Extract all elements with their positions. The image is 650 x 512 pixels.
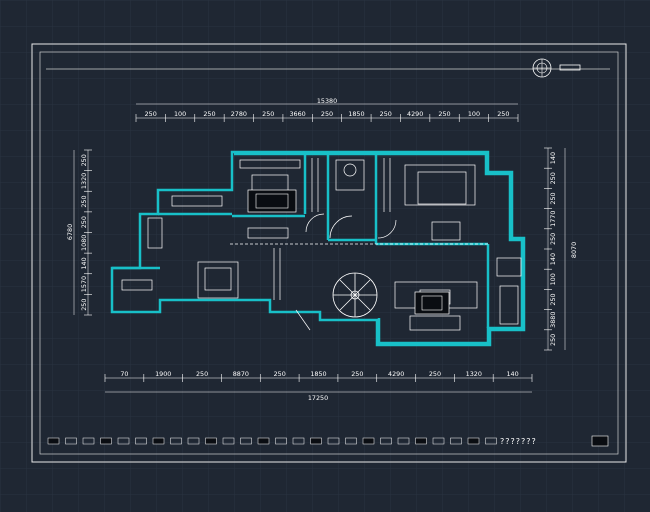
title-block-cell [310,437,322,445]
dimension-label: 1570 [80,276,88,292]
dimension-label: 250 [80,216,88,228]
interior-lines [121,158,522,331]
title-block-cell [485,437,497,445]
title-block-strip [47,437,497,445]
compass-icon [532,58,552,78]
dimension-label: 1320 [80,173,88,189]
dimension-label: 250 [80,299,88,311]
title-block-cell [257,437,270,445]
left-dimension-chain: 250 1320 250 250 1080 140 1570 250 [73,149,92,316]
dimension-label: 140 [549,253,557,265]
dimension-label: 8870 [233,370,249,378]
dimension-label: 250 [262,110,274,118]
title-block-cell [327,437,340,445]
top-total-dimension: 15380 [317,97,337,105]
title-block-cell [100,437,112,445]
title-block-cell [292,437,305,445]
dimension-label: 140 [80,257,88,269]
title-block-cell [415,437,427,445]
dimension-label: 250 [80,195,88,207]
dimension-label: 250 [549,172,557,184]
title-block-cell [135,437,147,445]
dimension-label: 250 [497,110,509,118]
title-block-cell [65,437,77,445]
scale-bar-icon [559,64,581,71]
dimension-label: 250 [145,110,157,118]
bottom-total-dimension: 17250 [308,394,328,402]
title-block-cell [205,437,217,445]
title-block-cell [275,437,287,445]
title-block-cell [362,437,375,445]
dimension-label: 250 [351,370,363,378]
right-total-dimension: 8070 [570,242,578,258]
title-block-cell [345,437,357,445]
dimension-label: 250 [274,370,286,378]
title-block-end-mark [591,435,609,447]
dimension-label: 250 [196,370,208,378]
dimension-label: 100 [549,273,557,285]
dimension-label: 250 [321,110,333,118]
dimension-label: 140 [506,370,518,378]
title-block-cell [187,437,200,445]
dimension-label: 1900 [155,370,171,378]
dimension-label: 1320 [466,370,482,378]
dimension-label: 3660 [289,110,305,118]
dimension-label: 140 [549,152,557,164]
right-dimension-chain: 140 250 250 1770 250 140 100 250 3880 250 [544,147,566,351]
dimension-label: 250 [429,370,441,378]
dimension-label: 250 [80,154,88,166]
dimension-label: 3880 [549,312,557,328]
dimension-label: 1850 [348,110,364,118]
inner-frame [39,51,619,455]
left-total-dimension: 6780 [66,224,74,240]
title-block-cell [240,437,252,445]
dimension-label: 250 [380,110,392,118]
dimension-label: 250 [549,293,557,305]
dimension-label: 1080 [80,235,88,251]
title-block-cell [82,437,95,445]
bottom-dimension-chain: 70 1900 250 8870 250 1850 250 4290 250 1320 140 [104,370,533,393]
outer-frame [31,43,627,463]
sofa-block [247,189,297,213]
dimension-label: 1850 [310,370,326,378]
dimension-label: 250 [549,192,557,204]
title-block-cell [47,437,60,445]
dimension-label: 100 [468,110,480,118]
dimension-label: 70 [120,370,128,378]
title-block-cell [397,437,410,445]
title-block-cell [432,437,445,445]
dimension-label: 250 [549,334,557,346]
top-dimension-chain: 250 100 250 2780 250 3660 250 1850 250 4290 250 100… [135,103,519,122]
title-block-cell [450,437,462,445]
title-block-cell [222,437,235,445]
title-block-cell [117,437,130,445]
dimension-label: 250 [549,233,557,245]
dimension-label: 4290 [388,370,404,378]
dimension-label: 2780 [231,110,247,118]
dimension-label: 4290 [407,110,423,118]
title-block-cell [380,437,392,445]
title-block-label: ??????? [500,437,537,446]
living-sofa [414,291,450,315]
dimension-label: 100 [174,110,186,118]
dimension-label: 250 [203,110,215,118]
dimension-label: 1770 [549,211,557,227]
dimension-label: 250 [438,110,450,118]
title-block-cell [152,437,165,445]
title-block-cell [467,437,480,445]
spiral-staircase [332,272,378,318]
title-block-cell [170,437,182,445]
